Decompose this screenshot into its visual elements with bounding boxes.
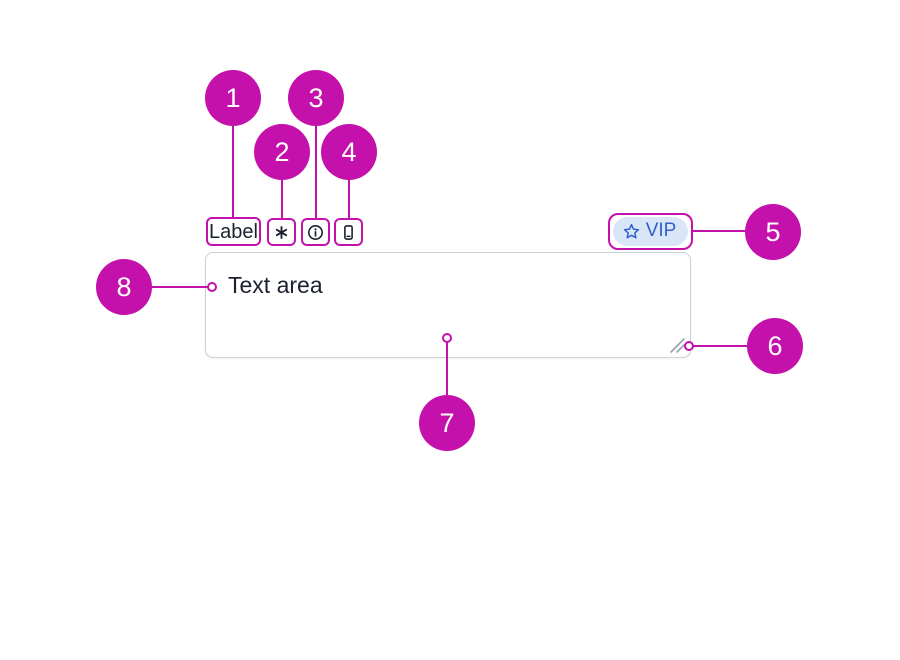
annotation-box-device: [334, 218, 363, 246]
text-area-value: Text area: [228, 272, 323, 298]
callout-7-number: 7: [439, 407, 455, 438]
callout-5: 5: [745, 204, 801, 260]
callout-3-number: 3: [308, 82, 324, 113]
connector-line-1: [232, 98, 234, 219]
resize-handle-icon[interactable]: [667, 335, 687, 355]
connector-line-8: [124, 286, 209, 288]
connector-line-4: [348, 152, 350, 219]
annotation-box-info: [301, 218, 330, 246]
callout-6: 6: [747, 318, 803, 374]
callout-5-number: 5: [765, 216, 781, 247]
connector-line-3: [315, 98, 317, 219]
endpoint-dot-8: [207, 282, 217, 292]
callout-6-number: 6: [767, 330, 783, 361]
callout-3: 3: [288, 70, 344, 126]
callout-4: 4: [321, 124, 377, 180]
connector-line-5: [693, 230, 775, 232]
annotation-box-label: Label: [206, 217, 261, 246]
connector-line-2: [281, 152, 283, 219]
callout-4-number: 4: [341, 136, 357, 167]
endpoint-dot-6: [684, 341, 694, 351]
mobile-icon: [340, 224, 357, 241]
endpoint-dot-7: [442, 333, 452, 343]
annotation-box-badge: VIP: [608, 213, 693, 250]
callout-8-number: 8: [116, 271, 132, 302]
callout-2: 2: [254, 124, 310, 180]
annotation-box-required: [267, 218, 296, 246]
star-icon: [623, 223, 640, 240]
vip-badge: VIP: [612, 216, 689, 247]
connector-line-6: [692, 345, 776, 347]
callout-8: 8: [96, 259, 152, 315]
callout-1: 1: [205, 70, 261, 126]
callout-7: 7: [419, 395, 475, 451]
field-label: Label: [209, 220, 258, 243]
vip-badge-label: VIP: [645, 219, 677, 241]
callout-2-number: 2: [274, 136, 290, 167]
callout-1-number: 1: [225, 82, 241, 113]
info-circle-icon[interactable]: [307, 224, 324, 241]
connector-line-7: [446, 341, 448, 424]
asterisk-icon: [274, 225, 289, 240]
